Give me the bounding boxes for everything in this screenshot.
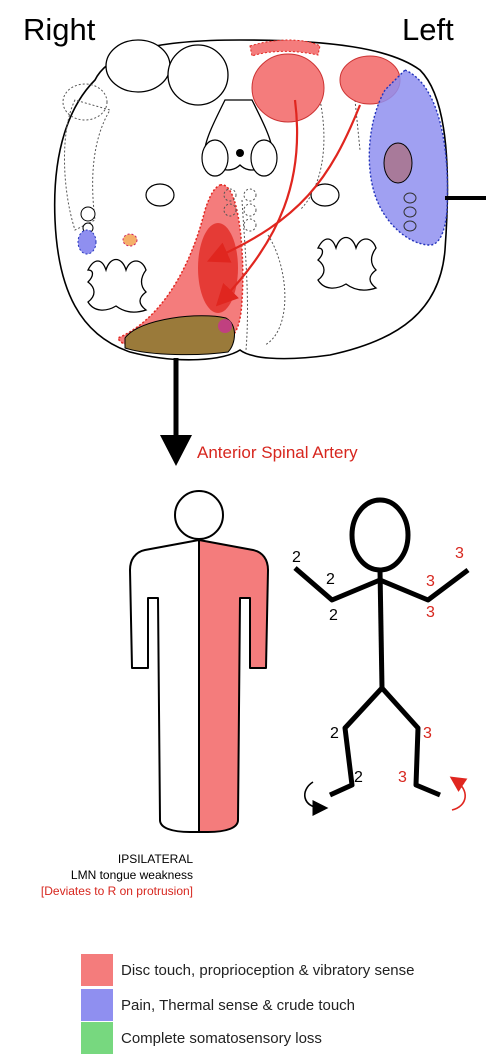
blue-small-3 bbox=[403, 220, 417, 232]
dotted-circle-5 bbox=[243, 218, 257, 232]
gracile-highlight bbox=[249, 39, 321, 57]
blue-small-2 bbox=[403, 206, 417, 218]
hypoglossal-right bbox=[250, 139, 278, 177]
artery-label: Anterior Spinal Artery bbox=[197, 443, 358, 462]
plantar-arrow-left bbox=[449, 776, 468, 811]
reflex-r-3: 2 bbox=[329, 607, 338, 624]
small-nucleus-a bbox=[145, 183, 175, 207]
legend-item-pain: Pain, Thermal sense & crude touch bbox=[81, 989, 355, 1021]
inferior-olive-right bbox=[86, 258, 148, 313]
reflex-r-2: 2 bbox=[326, 571, 335, 588]
small-nucleus-c bbox=[80, 206, 96, 222]
stick-leg-right bbox=[328, 686, 384, 798]
top-nucleus-left bbox=[105, 39, 171, 93]
blue-inner-nucleus bbox=[383, 142, 413, 184]
central-canal bbox=[236, 149, 244, 157]
note-lmn: LMN tongue weakness bbox=[70, 868, 193, 882]
legend-label: Pain, Thermal sense & crude touch bbox=[121, 996, 356, 1014]
pink-dot bbox=[218, 319, 232, 333]
inner-dotted-oval bbox=[62, 83, 108, 121]
left-side-label: Left bbox=[402, 12, 454, 47]
legend-label: Complete somatosensory loss bbox=[121, 1029, 322, 1047]
legend-label: Disc touch, proprioception & vibratory s… bbox=[121, 961, 415, 979]
top-nucleus-mid bbox=[167, 44, 229, 106]
reflex-l-4: 3 bbox=[423, 725, 432, 742]
decussation-arrow-2 bbox=[206, 104, 362, 263]
plantar-arrow-right bbox=[304, 781, 329, 816]
reflex-l-1: 3 bbox=[455, 545, 464, 562]
reflex-r-5: 2 bbox=[354, 769, 363, 786]
orange-dot-right bbox=[122, 233, 138, 247]
decussation-arrow-1 bbox=[215, 99, 299, 307]
gracile-nucleus bbox=[251, 53, 325, 123]
reflex-l-5: 3 bbox=[398, 769, 407, 786]
note-ipsilateral: IPSILATERAL bbox=[117, 852, 193, 866]
body-right-half bbox=[129, 539, 200, 833]
stick-body bbox=[377, 569, 385, 689]
dotted-circle-3 bbox=[243, 188, 257, 202]
inner-dotted-left bbox=[64, 99, 111, 231]
stick-head bbox=[349, 497, 411, 573]
reflex-r-4: 2 bbox=[330, 725, 339, 742]
right-side-label: Right bbox=[23, 12, 96, 47]
legend-swatch-blue bbox=[81, 989, 113, 1021]
artery-arrow-head bbox=[160, 435, 192, 466]
body-left-half bbox=[198, 539, 269, 833]
note-deviates: [Deviates to R on protrusion] bbox=[40, 884, 193, 898]
dotted-circle-1 bbox=[223, 188, 237, 202]
dotted-circle-2 bbox=[223, 203, 237, 217]
dotted-circle-4 bbox=[243, 203, 257, 217]
legend-item-complete-loss: Complete somatosensory loss bbox=[81, 1022, 322, 1054]
reflex-l-3: 3 bbox=[426, 604, 435, 621]
blue-small-1 bbox=[403, 192, 417, 204]
stick-leg-left bbox=[380, 686, 441, 798]
blue-dot-right bbox=[77, 229, 97, 255]
small-nucleus-b bbox=[310, 183, 340, 207]
inferior-olive-left bbox=[316, 236, 378, 291]
lesion-dark-core bbox=[198, 223, 238, 313]
legend-swatch-red bbox=[81, 954, 113, 986]
inner-dotted-right bbox=[299, 99, 361, 211]
stick-arm-left bbox=[379, 568, 470, 603]
reflex-r-1: 2 bbox=[292, 549, 301, 566]
reflex-l-2: 3 bbox=[426, 573, 435, 590]
pyramid-region bbox=[124, 315, 235, 356]
body-head bbox=[174, 490, 224, 540]
inner-dotted-center bbox=[241, 199, 286, 351]
stick-arm-right bbox=[293, 566, 381, 603]
legend-swatch-green bbox=[81, 1022, 113, 1054]
legend-item-disc-touch: Disc touch, proprioception & vibratory s… bbox=[81, 954, 414, 986]
hypoglossal-left bbox=[201, 139, 229, 177]
